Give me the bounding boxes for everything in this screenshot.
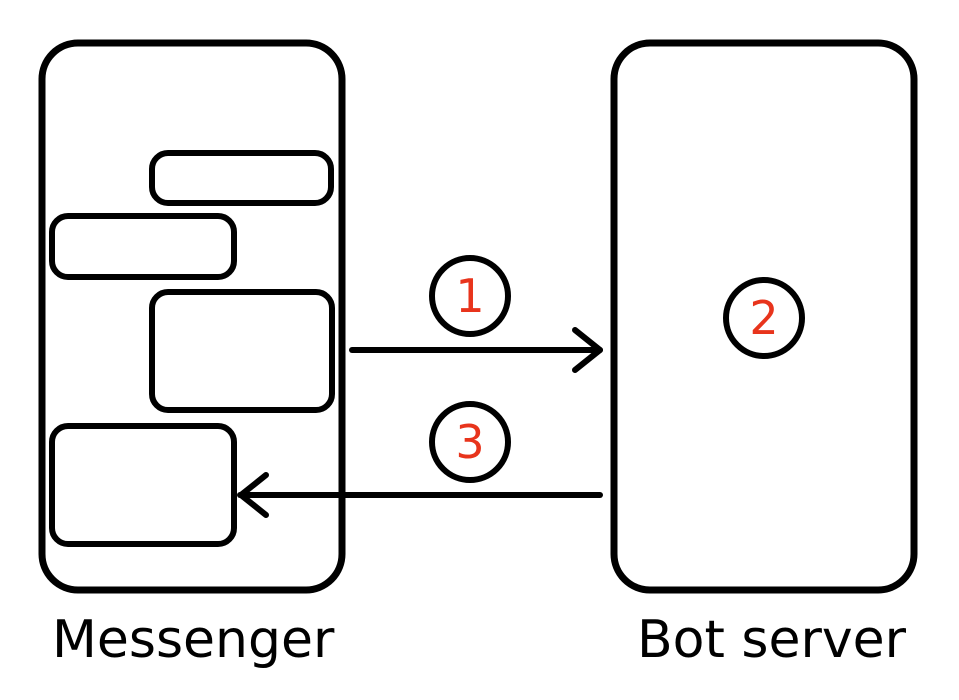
response-arrow	[237, 472, 603, 518]
chat-bubble-outgoing-2	[149, 289, 335, 413]
step-3-marker: 3	[429, 401, 511, 483]
chat-bubble-incoming-2	[49, 423, 237, 547]
bot-server-label: Bot server	[637, 610, 907, 670]
chat-bubble-outgoing-1	[149, 150, 334, 206]
step-2-marker: 2	[723, 277, 805, 359]
bot-server-box	[610, 39, 918, 594]
step-2-number: 2	[749, 291, 778, 345]
chat-bubble-incoming-1	[49, 213, 237, 280]
request-arrow	[349, 327, 603, 373]
step-3-number: 3	[455, 415, 484, 469]
messenger-device	[38, 39, 346, 594]
step-1-number: 1	[455, 269, 484, 323]
messenger-label: Messenger	[52, 610, 335, 670]
step-1-marker: 1	[429, 255, 511, 337]
